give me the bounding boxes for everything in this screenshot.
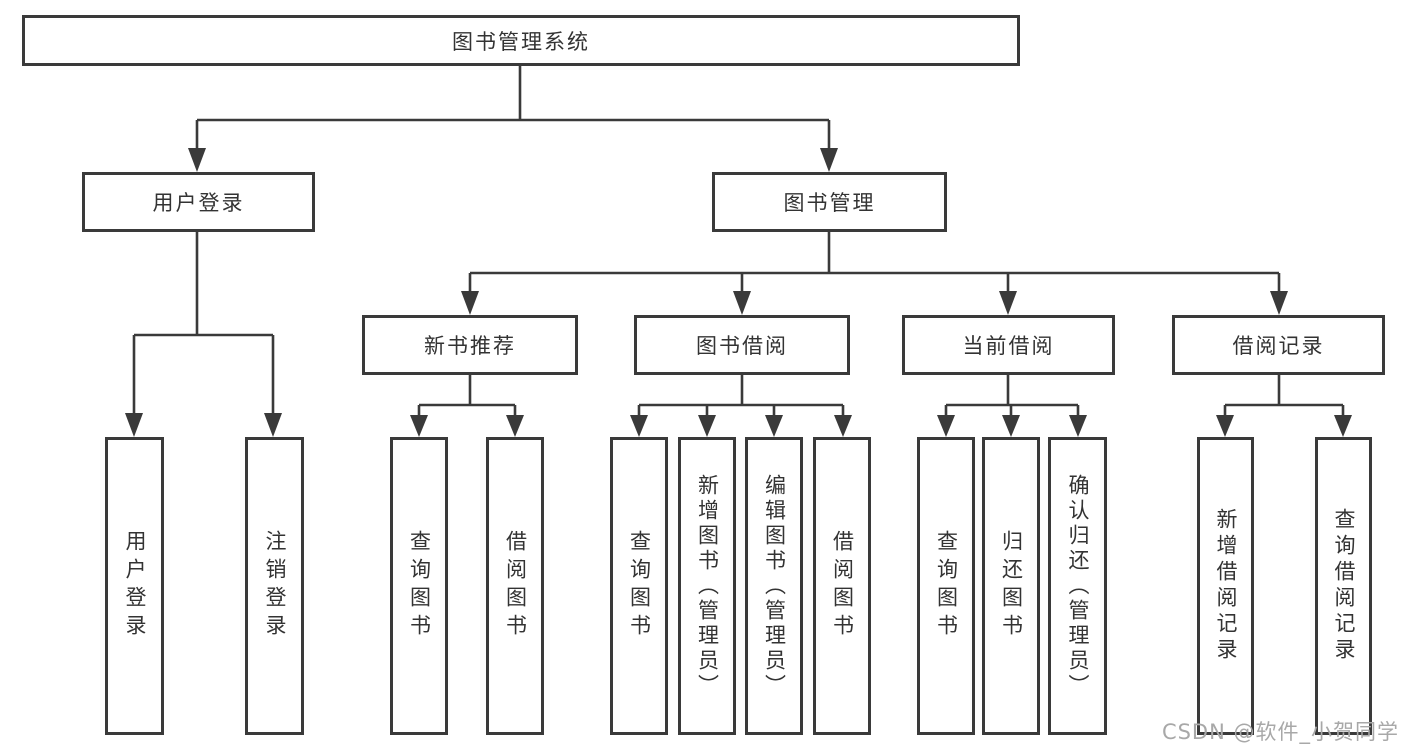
arrowhead xyxy=(188,148,206,172)
node-borrow-records: 借阅记录 xyxy=(1172,315,1385,375)
leaf-query-book-2: 查询图书 xyxy=(610,437,668,735)
node-book-borrow-label: 图书借阅 xyxy=(696,334,788,358)
leaf-add-borrow-record: 新增借阅记录 xyxy=(1197,437,1254,735)
node-user-login-label: 用户登录 xyxy=(152,191,245,215)
node-root: 图书管理系统 xyxy=(22,15,1020,66)
node-book-mgmt: 图书管理 xyxy=(712,172,947,232)
arrowhead xyxy=(125,413,143,437)
node-borrow-records-label: 借阅记录 xyxy=(1232,334,1325,358)
leaf-return-book: 归还图书 xyxy=(982,437,1040,735)
arrowhead xyxy=(765,415,783,437)
leaf-user-login-label: 用户登录 xyxy=(123,530,147,642)
node-current-borrow-label: 当前借阅 xyxy=(962,334,1055,358)
arrowhead xyxy=(630,415,648,437)
arrowhead xyxy=(506,415,524,437)
leaf-confirm-return-label: 确认归还（管理员） xyxy=(1066,473,1090,699)
arrowhead xyxy=(937,415,955,437)
leaf-query-book-1-label: 查询图书 xyxy=(407,530,432,642)
arrowhead xyxy=(1334,415,1352,437)
leaf-return-book-label: 归还图书 xyxy=(999,530,1024,642)
leaf-confirm-return: 确认归还（管理员） xyxy=(1048,437,1107,735)
arrowhead xyxy=(834,415,852,437)
arrowhead xyxy=(1069,415,1087,437)
leaf-borrow-book-1: 借阅图书 xyxy=(486,437,544,735)
leaf-query-book-2-label: 查询图书 xyxy=(627,530,652,642)
leaf-borrow-book-2-label: 借阅图书 xyxy=(830,530,855,642)
leaf-borrow-book-1-label: 借阅图书 xyxy=(503,530,528,642)
node-new-book-rec: 新书推荐 xyxy=(362,315,578,375)
arrowhead xyxy=(1002,415,1020,437)
leaf-user-login: 用户登录 xyxy=(105,437,164,735)
arrowhead xyxy=(820,148,838,172)
arrowhead xyxy=(999,291,1017,315)
arrowhead xyxy=(461,291,479,315)
leaf-logout: 注销登录 xyxy=(245,437,304,735)
node-book-borrow: 图书借阅 xyxy=(634,315,850,375)
leaf-logout-label: 注销登录 xyxy=(263,530,287,642)
arrowhead xyxy=(1216,415,1234,437)
leaf-query-borrow-record-label: 查询借阅记录 xyxy=(1332,508,1356,664)
leaf-query-borrow-record: 查询借阅记录 xyxy=(1315,437,1372,735)
node-user-login: 用户登录 xyxy=(82,172,315,232)
leaf-borrow-book-2: 借阅图书 xyxy=(813,437,871,735)
arrowhead xyxy=(410,415,428,437)
leaf-query-book-3: 查询图书 xyxy=(917,437,975,735)
leaf-edit-book-label: 编辑图书（管理员） xyxy=(762,473,787,699)
arrowhead xyxy=(733,291,751,315)
csdn-watermark: CSDN @软件_小贺同学 xyxy=(1161,720,1399,744)
arrowhead xyxy=(1270,291,1288,315)
leaf-add-book-label: 新增图书（管理员） xyxy=(695,473,720,699)
node-book-mgmt-label: 图书管理 xyxy=(783,191,876,215)
arrowhead xyxy=(264,413,282,437)
leaf-add-borrow-record-label: 新增借阅记录 xyxy=(1214,508,1238,664)
leaf-add-book: 新增图书（管理员） xyxy=(678,437,736,735)
leaf-query-book-1: 查询图书 xyxy=(390,437,448,735)
leaf-query-book-3-label: 查询图书 xyxy=(934,530,959,642)
node-new-book-rec-label: 新书推荐 xyxy=(424,334,516,358)
arrowhead xyxy=(698,415,716,437)
leaf-edit-book: 编辑图书（管理员） xyxy=(745,437,803,735)
node-root-label: 图书管理系统 xyxy=(452,29,590,54)
node-current-borrow: 当前借阅 xyxy=(902,315,1115,375)
